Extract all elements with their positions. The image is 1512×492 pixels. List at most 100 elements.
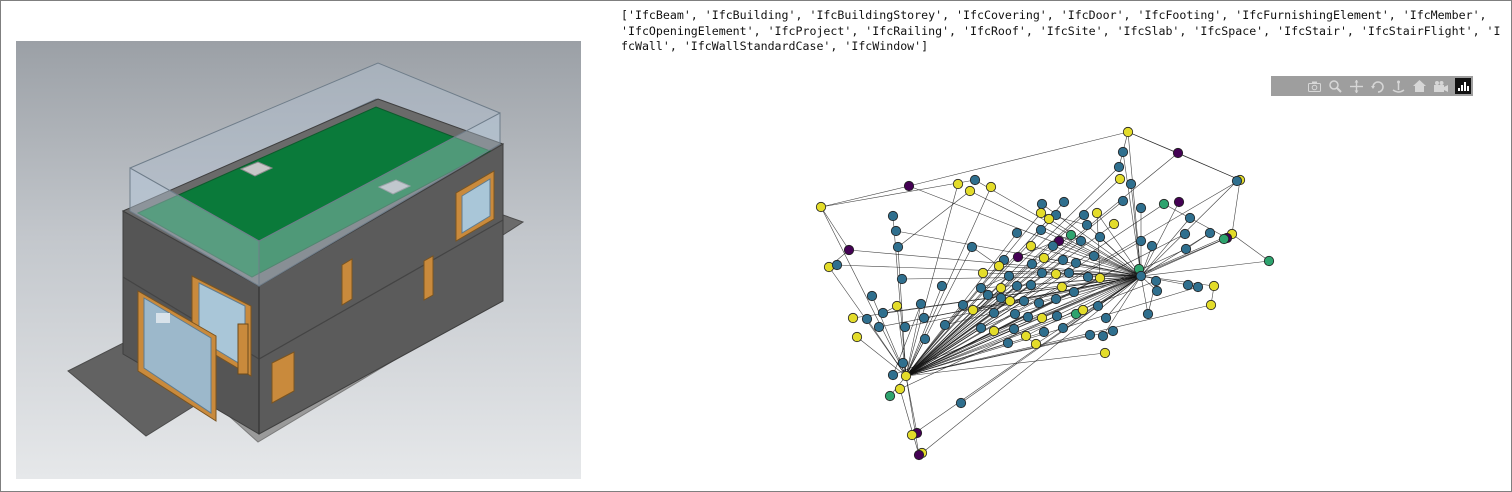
graph-node[interactable] bbox=[915, 298, 927, 310]
graph-node[interactable] bbox=[1036, 267, 1048, 279]
graph-node[interactable] bbox=[847, 312, 859, 324]
graph-node[interactable] bbox=[903, 180, 915, 192]
graph-node[interactable] bbox=[1179, 228, 1191, 240]
graph-node[interactable] bbox=[1158, 198, 1170, 210]
graph-node[interactable] bbox=[1025, 279, 1037, 291]
graph-node[interactable] bbox=[1208, 280, 1220, 292]
graph-node[interactable] bbox=[1047, 240, 1059, 252]
graph-node[interactable] bbox=[1182, 279, 1194, 291]
graph-node[interactable] bbox=[892, 241, 904, 253]
graph-node[interactable] bbox=[1009, 308, 1021, 320]
graph-node[interactable] bbox=[1033, 297, 1045, 309]
graph-node[interactable] bbox=[877, 307, 889, 319]
graph-node[interactable] bbox=[939, 319, 951, 331]
graph-node[interactable] bbox=[891, 300, 903, 312]
camera-icon[interactable] bbox=[1304, 76, 1325, 96]
graph-node[interactable] bbox=[988, 307, 1000, 319]
graph-node[interactable] bbox=[866, 290, 878, 302]
graph-node[interactable] bbox=[957, 299, 969, 311]
graph-node[interactable] bbox=[884, 390, 896, 402]
graph-node[interactable] bbox=[975, 282, 987, 294]
graph-node[interactable] bbox=[1173, 196, 1185, 208]
graph-node[interactable] bbox=[1058, 196, 1070, 208]
graph-node[interactable] bbox=[896, 273, 908, 285]
graph-node[interactable] bbox=[1091, 207, 1103, 219]
ifc-graph-3d-plot[interactable] bbox=[791, 111, 1291, 471]
graph-node[interactable] bbox=[995, 282, 1007, 294]
graph-node[interactable] bbox=[1151, 285, 1163, 297]
turntable-icon[interactable] bbox=[1388, 76, 1409, 96]
graph-node[interactable] bbox=[1092, 300, 1104, 312]
graph-node[interactable] bbox=[1231, 175, 1243, 187]
graph-node[interactable] bbox=[1068, 286, 1080, 298]
graph-node[interactable] bbox=[1184, 212, 1196, 224]
graph-node[interactable] bbox=[975, 322, 987, 334]
graph-node[interactable] bbox=[899, 321, 911, 333]
graph-node[interactable] bbox=[1030, 338, 1042, 350]
graph-node[interactable] bbox=[1043, 213, 1055, 225]
graph-node[interactable] bbox=[995, 292, 1007, 304]
graph-node[interactable] bbox=[1082, 271, 1094, 283]
graph-node[interactable] bbox=[1117, 146, 1129, 158]
graph-node[interactable] bbox=[815, 201, 827, 213]
graph-node[interactable] bbox=[897, 357, 909, 369]
graph-node[interactable] bbox=[831, 259, 843, 271]
graph-node[interactable] bbox=[913, 449, 925, 461]
ifc-3d-viewer[interactable] bbox=[16, 41, 581, 479]
graph-node[interactable] bbox=[1020, 330, 1032, 342]
graph-node[interactable] bbox=[873, 321, 885, 333]
graph-node[interactable] bbox=[1077, 304, 1089, 316]
graph-node[interactable] bbox=[988, 325, 1000, 337]
graph-node[interactable] bbox=[887, 369, 899, 381]
graph-node[interactable] bbox=[1150, 275, 1162, 287]
zoom-icon[interactable] bbox=[1325, 76, 1346, 96]
graph-node[interactable] bbox=[977, 267, 989, 279]
graph-node[interactable] bbox=[1038, 252, 1050, 264]
graph-node[interactable] bbox=[1065, 229, 1077, 241]
graph-node[interactable] bbox=[955, 397, 967, 409]
graph-node[interactable] bbox=[1146, 240, 1158, 252]
graph-node[interactable] bbox=[1075, 235, 1087, 247]
graph-node[interactable] bbox=[969, 174, 981, 186]
graph-node[interactable] bbox=[1122, 126, 1134, 138]
pan-icon[interactable] bbox=[1346, 76, 1367, 96]
home-icon[interactable] bbox=[1409, 76, 1430, 96]
graph-node[interactable] bbox=[1192, 281, 1204, 293]
graph-node[interactable] bbox=[918, 312, 930, 324]
graph-node[interactable] bbox=[1100, 312, 1112, 324]
graph-node[interactable] bbox=[1070, 257, 1082, 269]
graph-node[interactable] bbox=[1057, 322, 1069, 334]
graph-node[interactable] bbox=[1205, 299, 1217, 311]
graph-node[interactable] bbox=[1114, 173, 1126, 185]
graph-node[interactable] bbox=[1263, 255, 1275, 267]
graph-node[interactable] bbox=[1050, 293, 1062, 305]
graph-node[interactable] bbox=[919, 333, 931, 345]
graph-node[interactable] bbox=[982, 289, 994, 301]
graph-node[interactable] bbox=[906, 429, 918, 441]
graph-node[interactable] bbox=[1125, 178, 1137, 190]
video-camera-icon[interactable] bbox=[1430, 76, 1451, 96]
graph-node[interactable] bbox=[936, 280, 948, 292]
graph-node[interactable] bbox=[966, 241, 978, 253]
graph-node[interactable] bbox=[1097, 330, 1109, 342]
graph-node[interactable] bbox=[1012, 251, 1024, 263]
graph-node[interactable] bbox=[1051, 310, 1063, 322]
graph-node[interactable] bbox=[1107, 325, 1119, 337]
graph-node[interactable] bbox=[1035, 207, 1047, 219]
graph-node[interactable] bbox=[1142, 308, 1154, 320]
graph-node[interactable] bbox=[1038, 326, 1050, 338]
graph-node[interactable] bbox=[985, 181, 997, 193]
graph-node[interactable] bbox=[952, 178, 964, 190]
graph-node[interactable] bbox=[1117, 195, 1129, 207]
graph-node[interactable] bbox=[887, 210, 899, 222]
graph-node[interactable] bbox=[1004, 295, 1016, 307]
graph-node[interactable] bbox=[1036, 312, 1048, 324]
graph-node[interactable] bbox=[1018, 295, 1030, 307]
graph-node[interactable] bbox=[1172, 147, 1184, 159]
graph-node[interactable] bbox=[1094, 231, 1106, 243]
graph-node[interactable] bbox=[964, 185, 976, 197]
graph-node[interactable] bbox=[1094, 272, 1106, 284]
graph-node[interactable] bbox=[1056, 281, 1068, 293]
graph-node[interactable] bbox=[1002, 337, 1014, 349]
graph-node[interactable] bbox=[1057, 254, 1069, 266]
